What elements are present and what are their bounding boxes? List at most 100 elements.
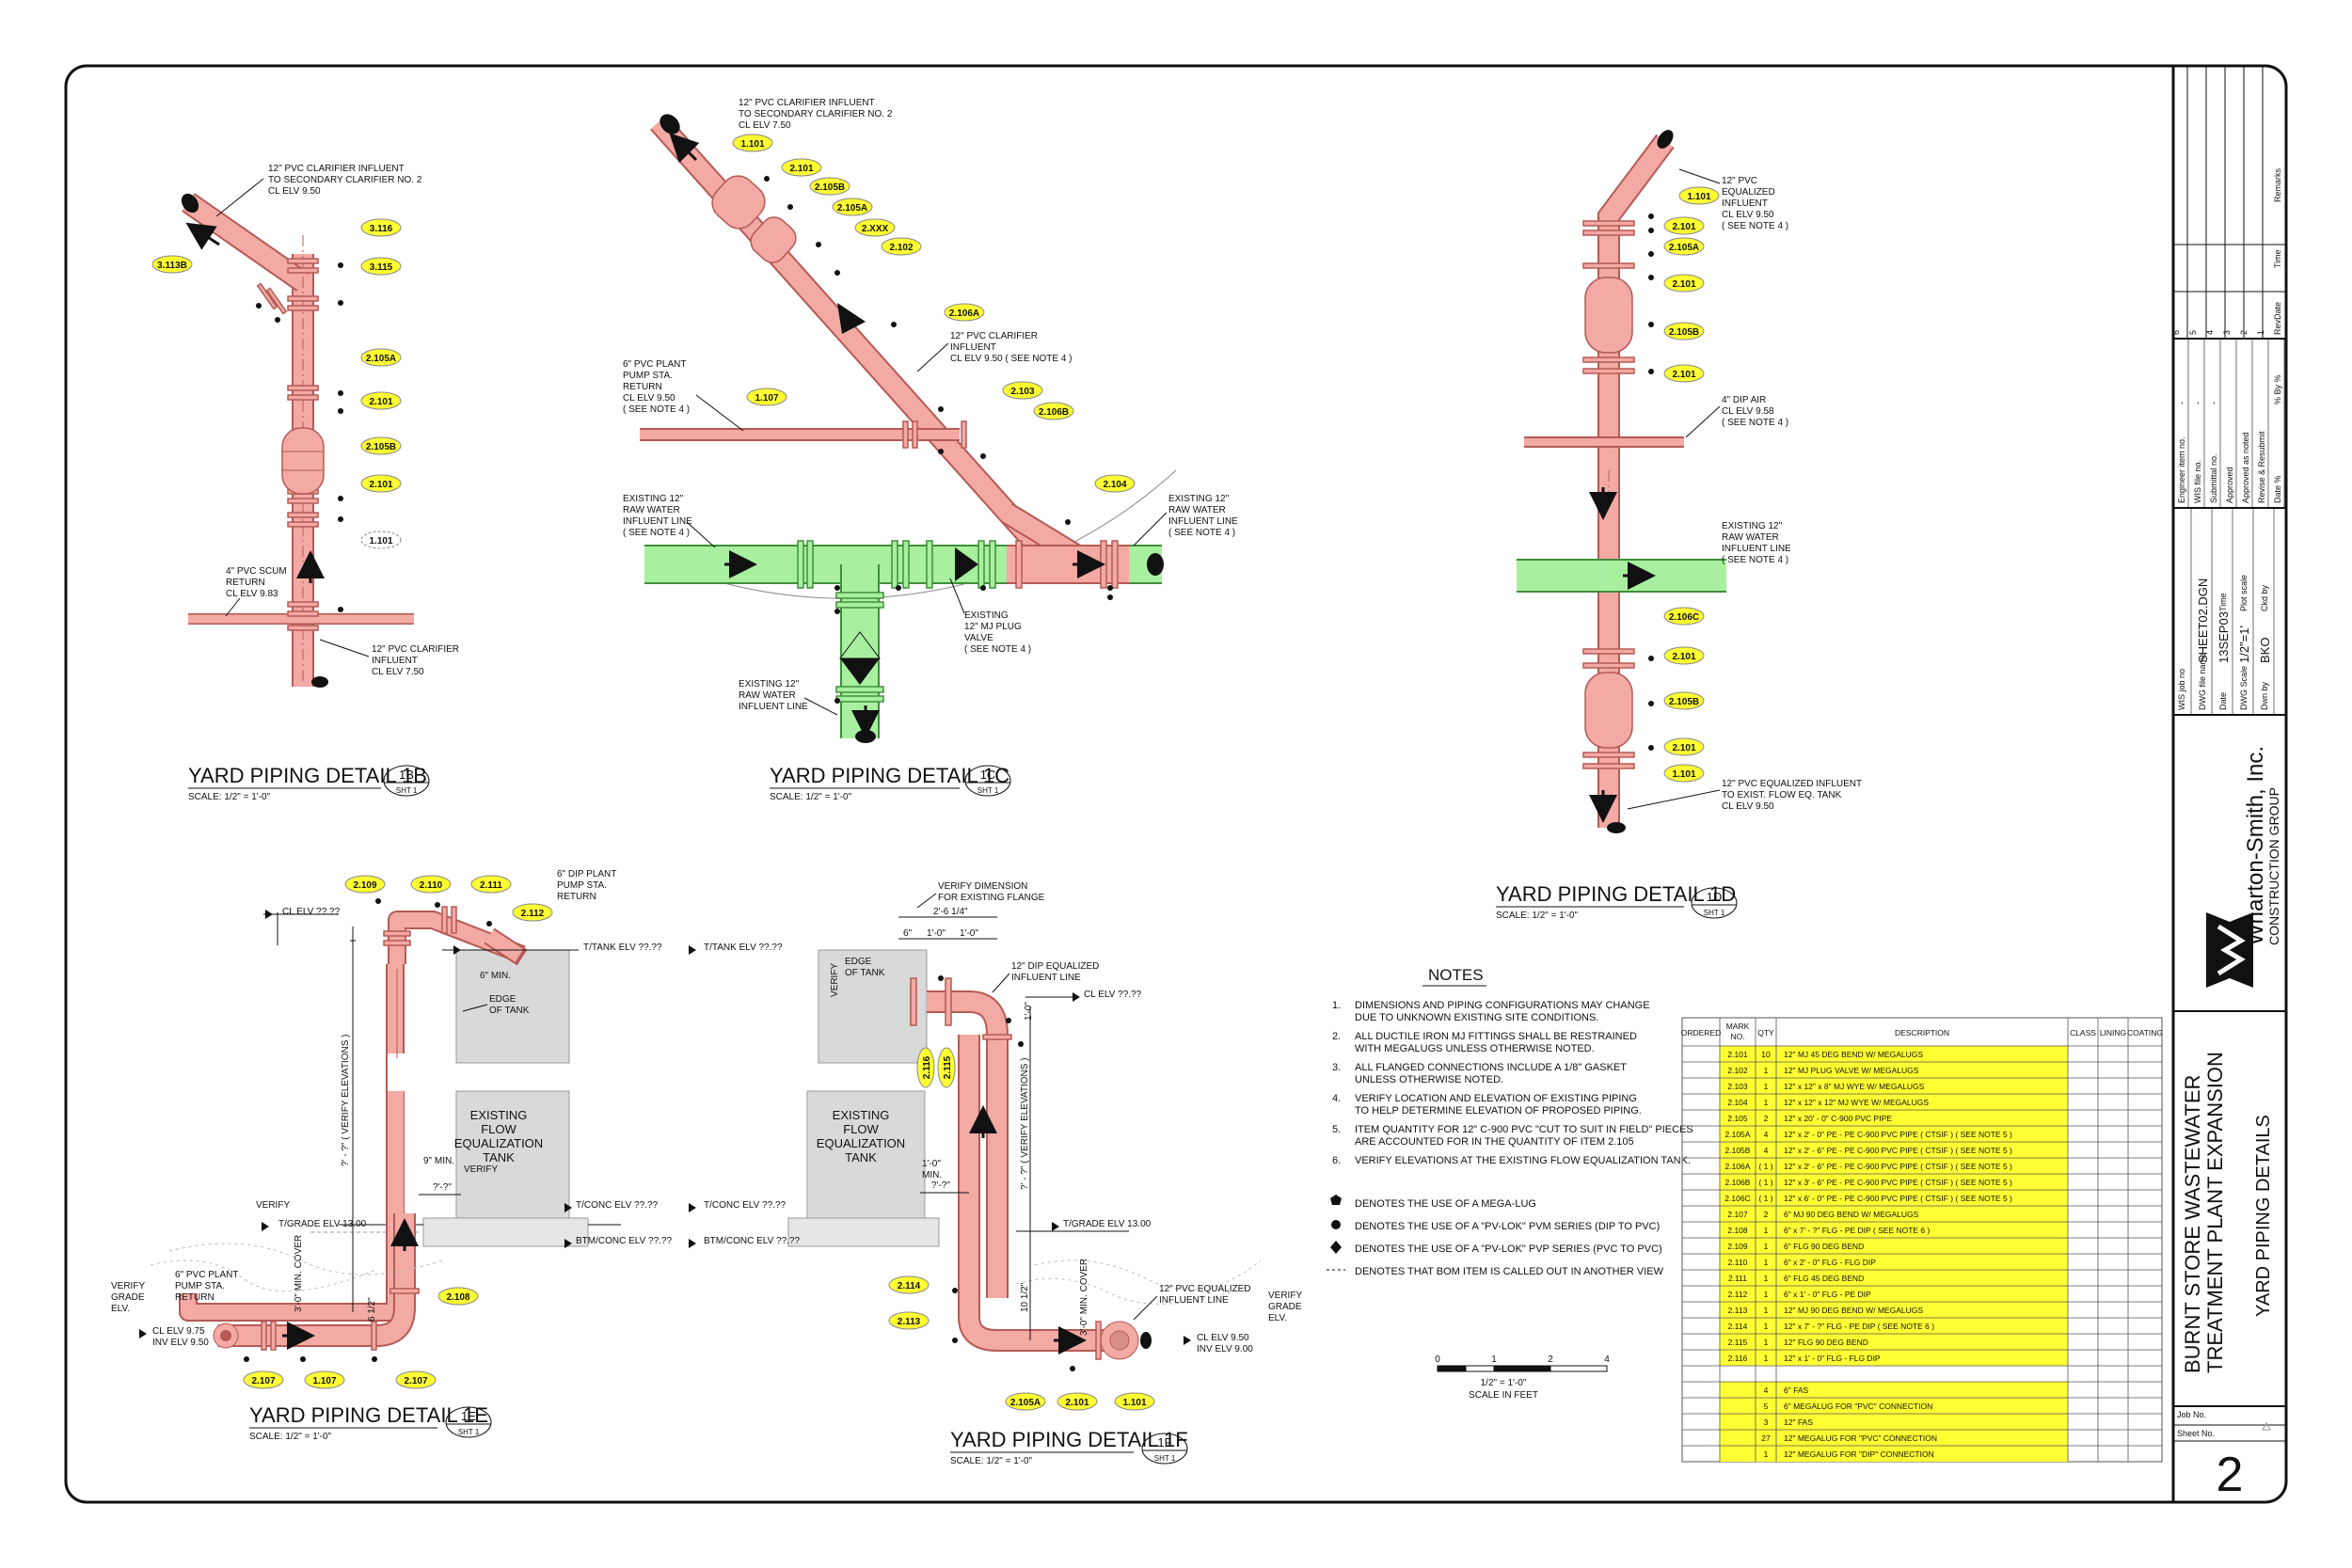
detail-1f: ?' - ?" ( VERIFY ELEVATIONS ) 3'-0" MIN.…: [689, 881, 1302, 1371]
svg-text:2.105A: 2.105A: [366, 354, 396, 364]
bom-header: CLASS: [2070, 1028, 2096, 1037]
svg-text:SCALE: 1/2" = 1'-0": SCALE: 1/2" = 1'-0": [249, 1432, 332, 1442]
svg-text:SHT 1: SHT 1: [458, 1428, 480, 1436]
label-1e-6half: 6 1/2": [367, 1297, 377, 1322]
megalug-icon: [1330, 1195, 1342, 1205]
svg-text:2.101: 2.101: [1065, 1398, 1089, 1408]
bom-description: 12" MJ 45 DEG BEND W/ MEGALUGS: [1784, 1050, 1923, 1059]
label-1e-cover: 3'-0" MIN. COVER: [294, 1235, 304, 1312]
svg-text:1.107: 1.107: [312, 1376, 336, 1386]
label-1e-grade: T/GRADE ELV 13.00: [278, 1219, 367, 1229]
bom-qty: ( 1 ): [1758, 1178, 1772, 1187]
svg-text:2.101: 2.101: [1672, 279, 1695, 290]
note-number: 2.: [1332, 1031, 1341, 1042]
bom-mark: 2.108: [1727, 1226, 1748, 1235]
bom-qty: ( 1 ): [1758, 1162, 1772, 1171]
label-1e-tconc: T/CONC ELV ??.??: [576, 1200, 659, 1211]
bom-description: 12" MEGALUG FOR "DIP" CONNECTION: [1784, 1449, 1934, 1459]
label-1e-cl: CL ELV ??.??: [282, 907, 341, 917]
svg-text:1D: 1D: [1707, 890, 1723, 904]
svg-text:1.101: 1.101: [369, 536, 392, 546]
note-text-cont: ARE ACCOUNTED FOR IN THE QUANTITY OF ITE…: [1355, 1136, 1634, 1148]
bom-description: 12" MJ 90 DEG BEND W/ MEGALUGS: [1784, 1306, 1923, 1315]
svg-text:Time: Time: [2273, 249, 2282, 268]
job-label: Dwn by: [2260, 681, 2269, 710]
bom-description: 12" x 20' - 0" C-900 PVC PIPE: [1784, 1114, 1892, 1123]
bom-qty: 1: [1764, 1082, 1769, 1091]
label-1f-grade: T/GRADE ELV 13.00: [1063, 1219, 1152, 1229]
revision-number: 6: [2171, 330, 2181, 335]
job-label: DWG file name: [2198, 653, 2207, 710]
label-1f-cl: CL ELV ??.??: [1084, 990, 1142, 1000]
bom-description: 12" x 3' - 6" PE - PE C-900 PVC PIPE ( C…: [1784, 1178, 2012, 1187]
bom-description: 12" MEGALUG FOR "PVC" CONNECTION: [1784, 1433, 1937, 1443]
bom-description: 12" x 2' - 6" PE - PE C-900 PVC PIPE ( C…: [1784, 1146, 2012, 1155]
svg-text:1E: 1E: [461, 1409, 476, 1423]
note-text-cont: TO HELP DETERMINE ELEVATION OF PROPOSED …: [1355, 1105, 1642, 1117]
info-label: Approved as noted: [2241, 432, 2250, 503]
svg-text:2.101: 2.101: [1672, 743, 1695, 753]
tag: 2.109: [344, 875, 386, 894]
bom-qty: 4: [1764, 1146, 1769, 1155]
detail-title-1e: YARD PIPING DETAIL 1E SCALE: 1/2" = 1'-0…: [249, 1403, 492, 1442]
detail-title-1d: YARD PIPING DETAIL 1D SCALE: 1/2" = 1'-0…: [1496, 882, 1738, 921]
tag: 2.105B: [1663, 691, 1705, 710]
svg-text:2.104: 2.104: [1103, 480, 1126, 490]
svg-text:2.101: 2.101: [369, 397, 392, 407]
svg-text:3.113B: 3.113B: [157, 261, 187, 271]
job-label: WIS job no: [2177, 669, 2186, 710]
revision-number: 1: [2256, 330, 2265, 335]
bom-qty: 1: [1764, 1338, 1769, 1347]
company-logo-icon: [2206, 912, 2253, 988]
info-value: % By %: [2273, 374, 2282, 404]
bom-mark: 2.116: [1728, 1354, 1748, 1363]
tag: 3.115: [360, 257, 402, 276]
svg-text:1/2" = 1'-0": 1/2" = 1'-0": [1481, 1378, 1527, 1388]
bom-mark: 2.111: [1728, 1274, 1747, 1283]
tag: 2.114: [888, 1275, 930, 1294]
svg-text:2.105B: 2.105B: [1669, 327, 1699, 338]
tag: 2.107: [243, 1370, 284, 1389]
bom-qty: 5: [1764, 1402, 1769, 1411]
label-1f-btm: BTM/CONC ELV ??.??: [704, 1236, 801, 1246]
svg-text:SCALE: 1/2" = 1'-0": SCALE: 1/2" = 1'-0": [770, 792, 852, 802]
bom-mark: 2.104: [1727, 1098, 1748, 1107]
bom-qty: 1: [1764, 1449, 1769, 1459]
legend-text: DENOTES THAT BOM ITEM IS CALLED OUT IN A…: [1355, 1266, 1664, 1277]
bom-mark: 2.112: [1728, 1290, 1748, 1299]
info-label: Submittal no.: [2209, 453, 2218, 503]
info-label: Date %: [2273, 475, 2282, 503]
tag: 2.113: [888, 1311, 930, 1330]
svg-text:YARD PIPING DETAIL 1F: YARD PIPING DETAIL 1F: [950, 1428, 1188, 1451]
pvm-icon: [1331, 1220, 1341, 1229]
tag: 2.105A: [360, 348, 402, 367]
label-1f-verifyv: VERIFY: [830, 963, 840, 997]
tag: 2.105B: [1663, 322, 1705, 341]
tag: 3.113B: [151, 255, 193, 274]
bom-header: NO.: [1730, 1032, 1744, 1041]
svg-text:SCALE: 1/2" = 1'-0": SCALE: 1/2" = 1'-0": [950, 1456, 1033, 1466]
svg-text:1B: 1B: [399, 768, 414, 782]
note-text: DIMENSIONS AND PIPING CONFIGURATIONS MAY…: [1355, 1000, 1650, 1011]
company-sub: CONSTRUCTION GROUP: [2266, 787, 2281, 945]
bom-qty: 4: [1764, 1386, 1769, 1395]
job-label-2: Ckd by: [2260, 584, 2269, 611]
tag: 2.XXX: [854, 218, 896, 237]
tag: 2.104: [1094, 474, 1136, 493]
svg-text:2.115: 2.115: [943, 1055, 953, 1079]
svg-text:YARD PIPING DETAIL 1E: YARD PIPING DETAIL 1E: [249, 1403, 488, 1427]
tag: 2.110: [410, 875, 452, 894]
svg-text:SHT 1: SHT 1: [1154, 1454, 1176, 1463]
bom-qty: 10: [1761, 1050, 1771, 1059]
svg-text:1.101: 1.101: [1687, 192, 1710, 202]
